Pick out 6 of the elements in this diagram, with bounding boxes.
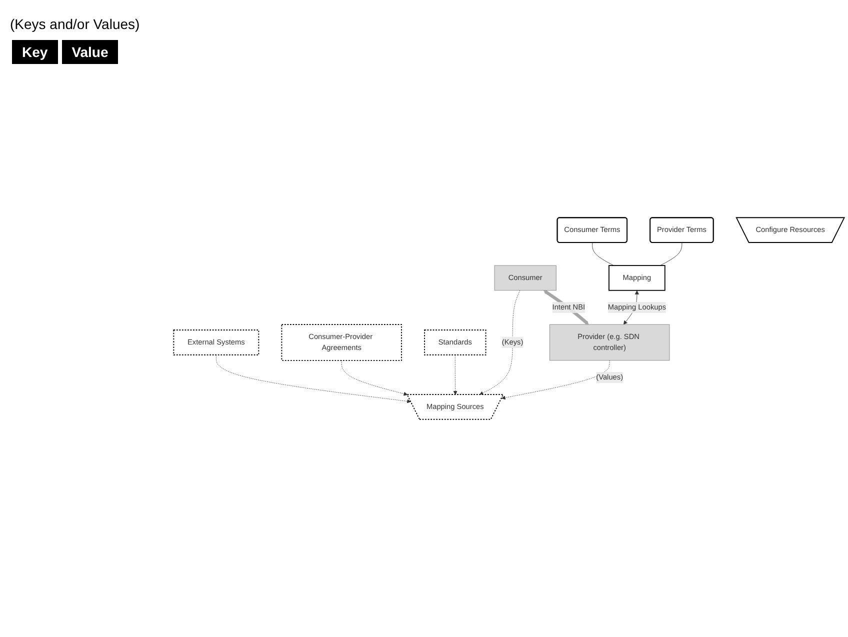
connector [660, 242, 682, 266]
note-text: (Keys and/or Values) [10, 16, 141, 32]
table-header-cell: Key [12, 40, 58, 64]
connector [592, 242, 614, 266]
table-header-cell: Value [62, 40, 118, 64]
arrow [544, 290, 589, 325]
